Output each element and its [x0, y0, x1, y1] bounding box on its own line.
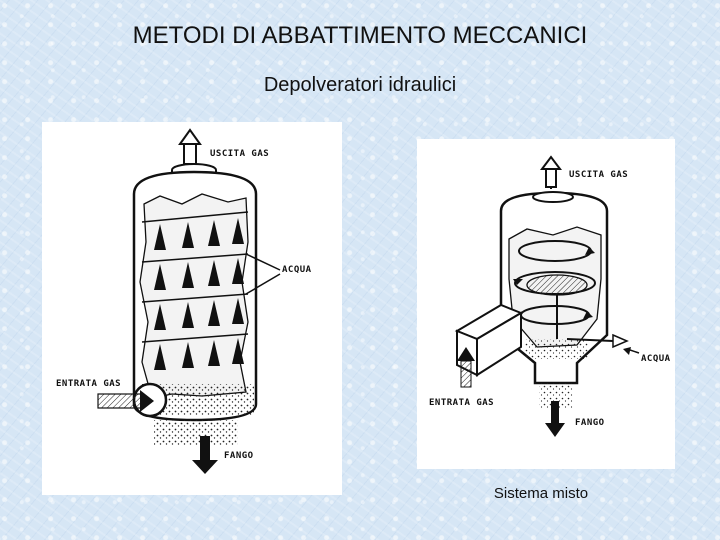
water-pointers — [245, 253, 281, 295]
spray-nozzles — [141, 211, 249, 343]
inlet-label: ENTRATA GAS — [429, 398, 494, 408]
outlet-arrow — [178, 128, 202, 166]
water-label: ACQUA — [282, 265, 312, 275]
spiral-arrowheads — [513, 247, 595, 319]
sludge-arrow — [545, 401, 565, 437]
sludge-arrow — [192, 436, 218, 474]
water-label: ACQUA — [641, 354, 671, 364]
sludge-label: FANGO — [575, 418, 605, 428]
spray-cones — [154, 218, 244, 370]
outlet-arrow — [540, 155, 562, 189]
outlet-label: USCITA GAS — [210, 149, 269, 159]
mixed-scrubber-diagram: USCITA GAS ACQUA — [417, 139, 675, 469]
diagram-caption: Sistema misto — [493, 485, 589, 502]
slide-subtitle: Depolveratori idraulici — [263, 74, 457, 96]
inlet-pipe — [97, 382, 168, 418]
inlet-label: ENTRATA GAS — [56, 379, 121, 389]
inlet-duct — [454, 303, 524, 388]
mixed-scrubber-svg: USCITA GAS ACQUA — [429, 155, 671, 437]
spray-tower-svg: ACQUA USCITA GAS ENTRATA GAS FANGO — [56, 128, 312, 474]
spray-tower-diagram: ACQUA USCITA GAS ENTRATA GAS FANGO — [42, 122, 342, 495]
outlet-label: USCITA GAS — [569, 170, 628, 180]
sludge-label: FANGO — [224, 451, 254, 461]
sludge-zone — [154, 420, 238, 446]
slide-title: METODI DI ABBATTIMENTO MECCANICI — [132, 22, 588, 49]
